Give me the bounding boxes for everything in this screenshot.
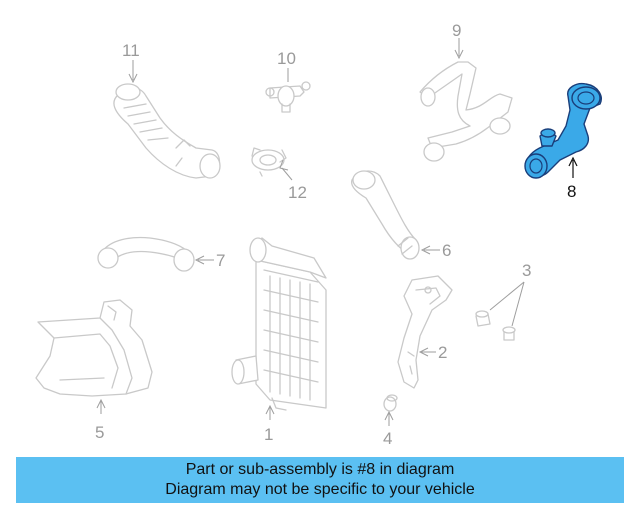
part-3-bolts[interactable] bbox=[475, 310, 516, 341]
part-12-flange[interactable] bbox=[251, 147, 287, 177]
callout-6: 6 bbox=[442, 241, 451, 260]
part-7-u-hose[interactable] bbox=[97, 236, 195, 272]
callout-9: 9 bbox=[452, 21, 461, 40]
banner-line-1: Part or sub-assembly is #8 in diagram bbox=[185, 461, 455, 478]
callout-4: 4 bbox=[383, 429, 392, 448]
part-6-hose[interactable] bbox=[350, 170, 420, 260]
part-1-intercooler[interactable] bbox=[231, 237, 327, 411]
part-9-bent-pipe[interactable] bbox=[419, 61, 513, 162]
part-4-grommet[interactable] bbox=[383, 394, 398, 412]
callout-1: 1 bbox=[264, 425, 273, 444]
callout-7: 7 bbox=[216, 251, 225, 270]
parts-diagram: 11 10 12 9 8 bbox=[35, 21, 602, 448]
part-2-bracket[interactable] bbox=[397, 275, 453, 389]
callout-11: 11 bbox=[122, 41, 140, 60]
part-10-valve[interactable] bbox=[265, 81, 311, 113]
info-banner: Part or sub-assembly is #8 in diagram Di… bbox=[16, 457, 624, 503]
callout-8: 8 bbox=[567, 182, 576, 201]
part-5-air-guide[interactable] bbox=[35, 299, 153, 397]
part-8-coolant-pipe[interactable] bbox=[524, 82, 602, 179]
callout-2: 2 bbox=[438, 343, 447, 362]
part-11-intake-hose[interactable] bbox=[113, 83, 221, 179]
callout-10: 10 bbox=[277, 49, 296, 68]
callout-3: 3 bbox=[522, 261, 531, 280]
callout-12: 12 bbox=[288, 183, 307, 202]
banner-line-2: Diagram may not be specific to your vehi… bbox=[165, 481, 475, 498]
callout-5: 5 bbox=[95, 423, 104, 442]
